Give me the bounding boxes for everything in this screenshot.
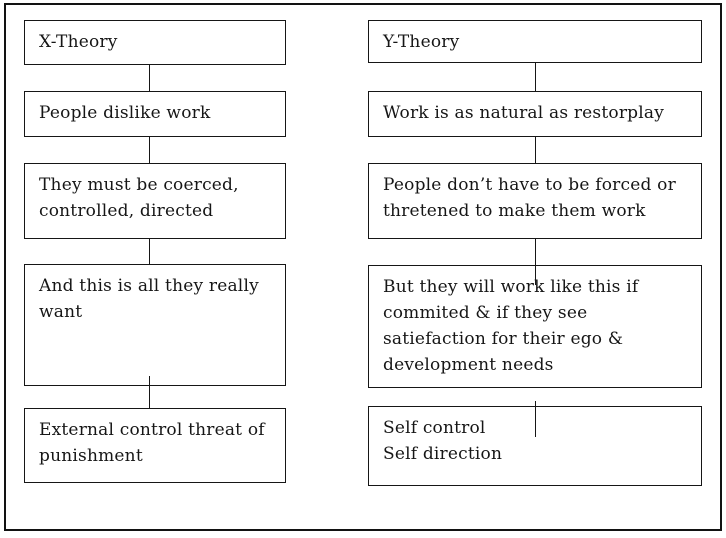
connector-line (535, 401, 536, 437)
outer-border-frame (4, 3, 722, 531)
connector-line (149, 239, 150, 265)
x-theory-step-3-box: And this is all they really want (24, 264, 286, 386)
connector-line (535, 239, 536, 285)
y-theory-step-2-box: People don’t have to be forced or threte… (368, 163, 702, 239)
x-theory-step-2-box: They must be coerced, controlled, direct… (24, 163, 286, 239)
connector-line (535, 137, 536, 163)
connector-line (149, 65, 150, 91)
x-theory-step-4-box: External control threat of punishment (24, 408, 286, 483)
connector-line (149, 376, 150, 409)
x-theory-step-1-box: People dislike work (24, 91, 286, 137)
connector-line (149, 137, 150, 163)
y-theory-step-1-box: Work is as natural as restorplay (368, 91, 702, 137)
connector-line (535, 63, 536, 91)
y-theory-title-box: Y-Theory (368, 20, 702, 63)
y-theory-step-3-box: But they will work like this if commited… (368, 265, 702, 388)
x-theory-title-box: X-Theory (24, 20, 286, 65)
